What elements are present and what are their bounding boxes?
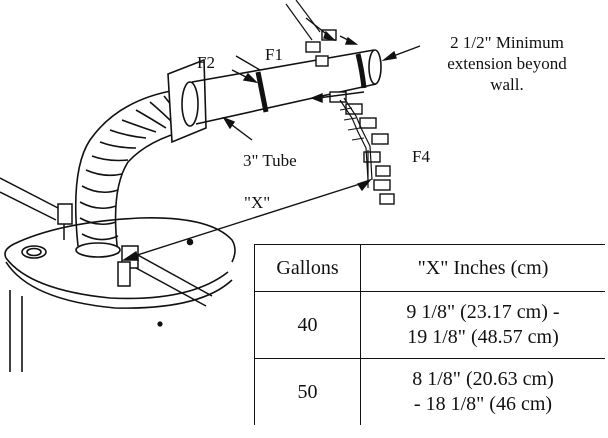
leader-lines	[222, 45, 421, 141]
table-header-row: Gallons "X" Inches (cm)	[254, 244, 605, 292]
note-line-3: wall.	[490, 75, 524, 94]
note-line-2: extension beyond	[447, 54, 567, 73]
label-f4: F4	[412, 147, 430, 166]
range-line-2: 19 1/8" (48.57 cm)	[407, 326, 559, 348]
cell-gallons: 50	[254, 358, 361, 425]
exterior-wall-bricks	[329, 91, 395, 205]
label-f2: F2	[197, 53, 215, 72]
vent-tube	[191, 49, 382, 125]
x-dimension-table: Gallons "X" Inches (cm) 40 9 1/8" (23.17…	[254, 244, 605, 425]
flexible-elbow	[74, 89, 189, 258]
wall-bricks-top	[285, 0, 337, 67]
cell-gallons: 40	[254, 291, 361, 359]
wall-plate	[167, 58, 207, 144]
note-line-1: 2 1/2" Minimum	[450, 33, 564, 52]
cell-x-range: 9 1/8" (23.17 cm) - 19 1/8" (48.57 cm)	[360, 291, 605, 359]
range-line-2: - 18 1/8" (46 cm)	[413, 393, 553, 415]
header-x-inches: "X" Inches (cm)	[360, 244, 605, 292]
label-f1: F1	[265, 45, 283, 64]
table-row: 50 8 1/8" (20.63 cm) - 18 1/8" (46 cm)	[254, 358, 605, 425]
range-line-1: 8 1/8" (20.63 cm)	[412, 368, 554, 390]
header-gallons: Gallons	[254, 244, 361, 292]
cell-x-range: 8 1/8" (20.63 cm) - 18 1/8" (46 cm)	[360, 358, 605, 425]
label-x-dimension: "X"	[244, 193, 271, 212]
minimum-extension-note: 2 1/2" Minimum extension beyond wall.	[418, 32, 596, 95]
x-dimension-line	[121, 150, 373, 261]
table-row: 40 9 1/8" (23.17 cm) - 19 1/8" (48.57 cm…	[254, 291, 605, 359]
range-line-1: 9 1/8" (23.17 cm) -	[406, 301, 560, 323]
water-heater-tank	[4, 217, 236, 372]
label-3-inch-tube: 3" Tube	[243, 151, 297, 170]
dimension-arrows	[305, 17, 359, 45]
